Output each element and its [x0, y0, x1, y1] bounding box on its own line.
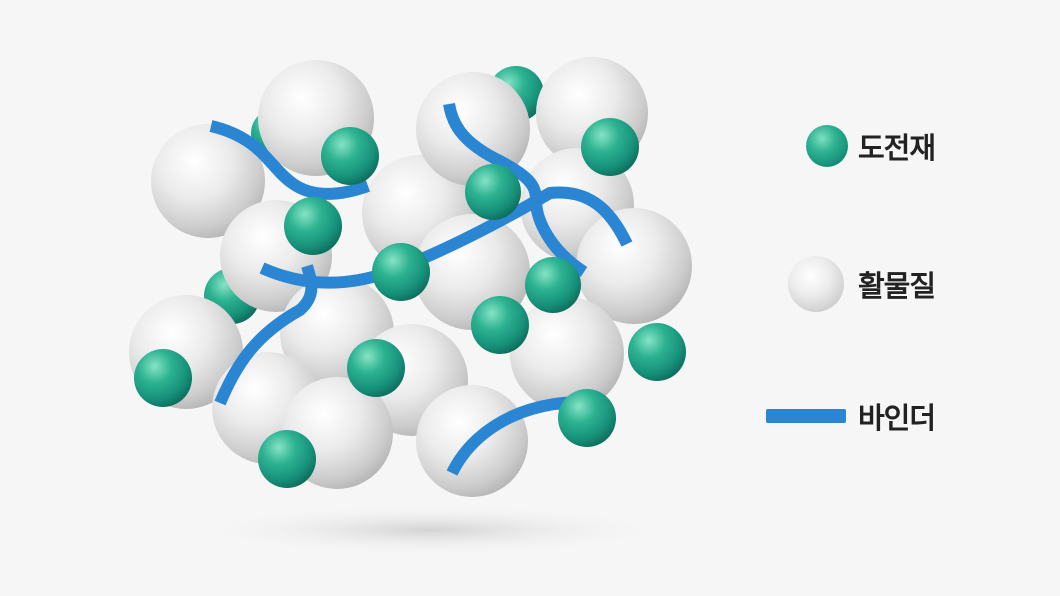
- conductive-particle: [465, 164, 521, 220]
- conductive-particle: [134, 349, 192, 407]
- legend-label-active: 활물질: [858, 269, 936, 303]
- conductive-swatch-icon: [806, 125, 848, 167]
- active-swatch-icon: [788, 256, 844, 312]
- binder-strand: [214, 264, 318, 406]
- legend-label-conductive: 도전재: [858, 131, 936, 165]
- conductive-particle: [558, 389, 616, 447]
- active-particle: [576, 208, 692, 324]
- binder-swatch-icon: [766, 409, 846, 423]
- conductive-particle: [372, 243, 430, 301]
- active-particle: [151, 124, 265, 238]
- legend-item-conductive: 도전재: [766, 116, 936, 176]
- legend-item-binder: 바인더: [766, 386, 936, 446]
- binder-strand: [259, 186, 633, 289]
- conductive-particle: [471, 296, 529, 354]
- conductive-particle: [258, 430, 316, 488]
- legend-label-binder: 바인더: [858, 401, 936, 435]
- legend-item-active: 활물질: [766, 254, 936, 314]
- conductive-particle: [284, 197, 342, 255]
- binder-strand: [209, 120, 371, 200]
- floor-shadow: [190, 504, 670, 556]
- active-particle: [510, 297, 624, 411]
- binder-strand: [443, 102, 588, 278]
- conductive-particle: [628, 323, 686, 381]
- conductive-particle: [321, 127, 379, 185]
- conductive-particle: [581, 118, 639, 176]
- conductive-particle: [525, 257, 581, 313]
- conductive-particle: [347, 339, 405, 397]
